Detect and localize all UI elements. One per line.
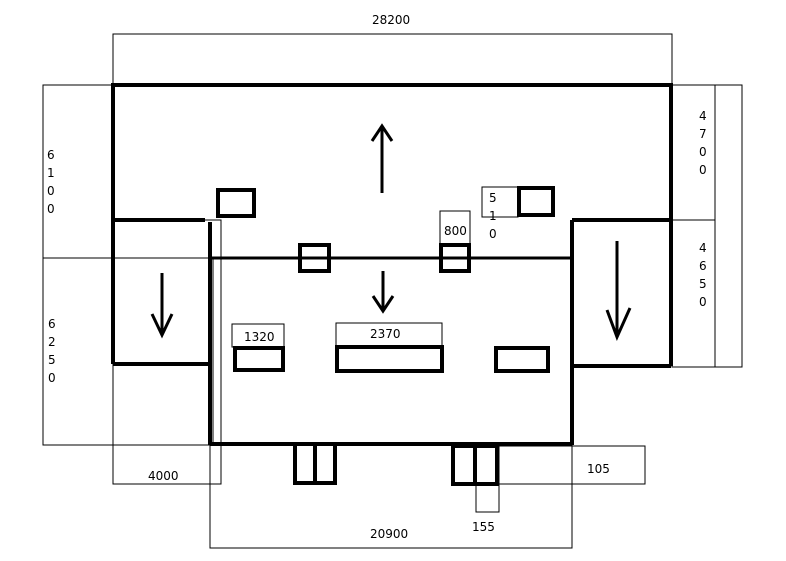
window-800-label: 800 <box>444 224 467 238</box>
lower-right-window <box>494 346 550 373</box>
right-lower-dimension-box <box>671 219 716 368</box>
door-width-dimension-box <box>475 483 500 513</box>
svg-text:0: 0 <box>489 227 497 241</box>
column-left <box>298 243 331 273</box>
door-width-label: 155 <box>472 520 495 534</box>
right-upper-dimension-box <box>671 84 716 221</box>
svg-text:5: 5 <box>489 191 497 205</box>
svg-text:0: 0 <box>699 295 707 309</box>
svg-text:5: 5 <box>699 277 707 291</box>
left-lower-dimension-box <box>42 257 214 446</box>
window-510-label: 5 1 0 <box>489 191 497 241</box>
window-800-dimension-box <box>439 210 471 245</box>
svg-text:6: 6 <box>47 148 55 162</box>
right-wing-arrow-down-icon <box>605 241 632 341</box>
svg-text:6: 6 <box>699 259 707 273</box>
overall-width-dimension-box <box>112 33 673 86</box>
svg-text:4: 4 <box>699 109 707 123</box>
left-upper-height-label: 6 1 0 0 <box>47 148 55 216</box>
window-2370-label: 2370 <box>370 327 401 341</box>
window-1320-label: 1320 <box>244 330 275 344</box>
right-outer-dimension-box <box>714 84 743 368</box>
upper-left-window <box>216 188 256 218</box>
column-right <box>439 243 471 273</box>
arrow-up-icon <box>370 123 394 193</box>
svg-text:2: 2 <box>48 335 56 349</box>
upper-right-window <box>517 186 555 217</box>
svg-text:1: 1 <box>47 166 55 180</box>
window-2370-dimension-box <box>335 322 443 348</box>
left-wing-width-label: 4000 <box>148 469 179 483</box>
door-offset-label: 105 <box>587 462 610 476</box>
left-wing-dimension-box <box>112 219 222 485</box>
lower-left-window <box>233 346 285 372</box>
right-upper-height-label: 4 7 0 0 <box>699 109 707 177</box>
svg-text:0: 0 <box>699 163 707 177</box>
arrow-down-icon <box>371 271 395 314</box>
svg-text:1: 1 <box>489 209 497 223</box>
svg-text:0: 0 <box>699 145 707 159</box>
left-lower-height-label: 6 2 5 0 <box>48 317 56 385</box>
right-lower-height-label: 4 6 5 0 <box>699 241 707 309</box>
upper-building-outline <box>111 83 673 366</box>
svg-text:4: 4 <box>699 241 707 255</box>
left-wing-arrow-down-icon <box>150 273 174 339</box>
svg-text:6: 6 <box>48 317 56 331</box>
svg-text:5: 5 <box>48 353 56 367</box>
svg-text:0: 0 <box>47 202 55 216</box>
lower-center-window <box>335 345 444 373</box>
svg-text:0: 0 <box>47 184 55 198</box>
svg-text:0: 0 <box>48 371 56 385</box>
window-510-dimension-box <box>481 186 519 218</box>
svg-text:7: 7 <box>699 127 707 141</box>
lower-block-width-label: 20900 <box>370 527 408 541</box>
overall-width-label: 28200 <box>372 13 410 27</box>
